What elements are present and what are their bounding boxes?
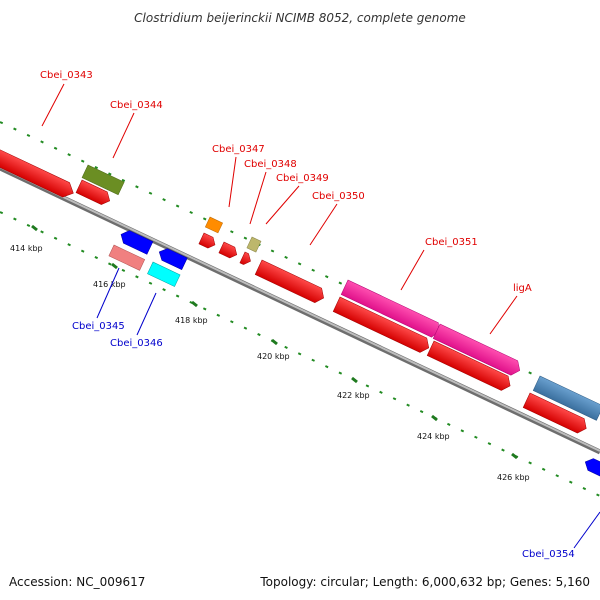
topology-text: Topology: circular; Length: 6,000,632 bp… <box>259 575 590 589</box>
gene-cbei-0347[interactable] <box>204 216 223 234</box>
gene-cbei-0343-inner[interactable] <box>75 179 113 207</box>
inner-dotted-scale <box>0 211 600 497</box>
genome-backbone-highlight <box>0 166 600 452</box>
gene-cbei-0348[interactable] <box>218 241 239 260</box>
scale-major-ticks <box>31 224 518 460</box>
gene-cbei-0346[interactable] <box>147 261 181 287</box>
gene-cbei-0344[interactable] <box>81 164 125 196</box>
label-cbei-0344[interactable]: Cbei_0344 <box>110 100 163 111</box>
gene-cbei-0345[interactable] <box>108 244 146 271</box>
label-cbei-0348[interactable]: Cbei_0348 <box>244 159 297 170</box>
gene-cbei-0349[interactable] <box>246 236 262 253</box>
label-cbei-0347[interactable]: Cbei_0347 <box>212 144 265 155</box>
tick-label-416: 416 kbp <box>93 280 126 289</box>
tick-label-418: 418 kbp <box>175 316 208 325</box>
gene-cbei-0343-outer[interactable] <box>0 144 77 200</box>
gene-cbei-0346-blue[interactable] <box>156 246 188 271</box>
label-cbei-0343[interactable]: Cbei_0343 <box>40 70 93 81</box>
label-cbei-0349[interactable]: Cbei_0349 <box>276 173 329 184</box>
gene-ligA[interactable] <box>432 323 523 378</box>
gene-ligA-inner[interactable] <box>426 340 513 393</box>
accession-text: Accession: NC_009617 <box>9 575 145 589</box>
gene-features <box>0 144 600 481</box>
gene-cbei-0354[interactable] <box>582 456 600 481</box>
gene-cbei-0347-inner[interactable] <box>198 232 218 250</box>
label-ligA[interactable]: ligA <box>513 283 532 294</box>
tick-label-426: 426 kbp <box>497 473 530 482</box>
label-leaders <box>41 83 600 549</box>
outer-dotted-scale <box>0 121 600 407</box>
map-title: Clostridium beijerinckii NCIMB 8052, com… <box>134 11 466 25</box>
gene-cbei-0345-blue[interactable] <box>118 228 154 255</box>
tick-label-422: 422 kbp <box>337 391 370 400</box>
label-cbei-0350[interactable]: Cbei_0350 <box>312 191 365 202</box>
gene-cbei-0350[interactable] <box>254 259 327 305</box>
label-cbei-0351[interactable]: Cbei_0351 <box>425 237 478 248</box>
tick-label-414: 414 kbp <box>10 244 43 253</box>
gene-cbei-0351-inner[interactable] <box>332 296 432 355</box>
tick-label-424: 424 kbp <box>417 432 450 441</box>
gene-cbei-0348b[interactable] <box>239 251 253 267</box>
tick-label-420: 420 kbp <box>257 352 290 361</box>
label-cbei-0345[interactable]: Cbei_0345 <box>72 321 125 332</box>
label-cbei-0346[interactable]: Cbei_0346 <box>110 338 163 349</box>
label-cbei-0354[interactable]: Cbei_0354 <box>522 549 575 560</box>
gene-0353-inner[interactable] <box>522 392 590 436</box>
